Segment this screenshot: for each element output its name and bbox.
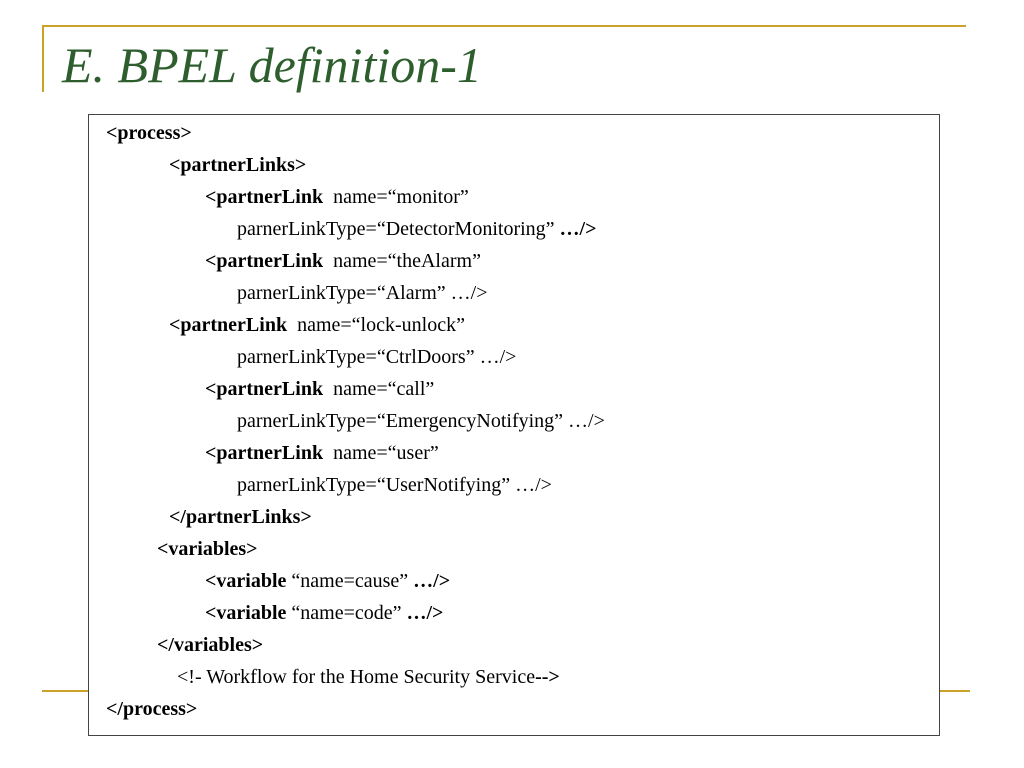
bottom-right-accent-line xyxy=(940,690,970,692)
code-line-6: parnerLinkType=“Alarm” …/> xyxy=(237,282,488,304)
bottom-left-accent-line xyxy=(42,690,88,692)
code-line-9: <partnerLink name=“call” xyxy=(205,378,435,400)
code-line-13: </partnerLinks> xyxy=(169,506,312,528)
code-line-12: parnerLinkType=“UserNotifying” …/> xyxy=(237,474,552,496)
code-line-19: </process> xyxy=(106,698,198,720)
code-line-15: <variable “name=cause” …/> xyxy=(205,570,451,592)
slide-title: E. BPEL definition-1 xyxy=(62,37,482,93)
code-line-17: </variables> xyxy=(157,634,264,656)
code-listing-box: <process> <partnerLinks> <partnerLink na… xyxy=(88,114,940,736)
code-line-7: <partnerLink name=“lock-unlock” xyxy=(169,314,465,336)
code-line-14: <variables> xyxy=(157,538,258,560)
code-line-8: parnerLinkType=“CtrlDoors” …/> xyxy=(237,346,517,368)
code-line-1: <process> xyxy=(106,122,192,144)
code-line-3: <partnerLink name=“monitor” xyxy=(205,186,469,208)
code-line-5: <partnerLink name=“theAlarm” xyxy=(205,250,481,272)
code-line-11: <partnerLink name=“user” xyxy=(205,442,439,464)
code-line-4: parnerLinkType=“DetectorMonitoring” …/> xyxy=(237,218,597,240)
code-line-10: parnerLinkType=“EmergencyNotifying” …/> xyxy=(237,410,605,432)
top-accent-line xyxy=(42,25,966,27)
code-line-18: <!- Workflow for the Home Security Servi… xyxy=(177,666,560,688)
code-line-16: <variable “name=code” …/> xyxy=(205,602,444,624)
code-line-2: <partnerLinks> xyxy=(169,154,307,176)
left-accent-line xyxy=(42,25,44,92)
